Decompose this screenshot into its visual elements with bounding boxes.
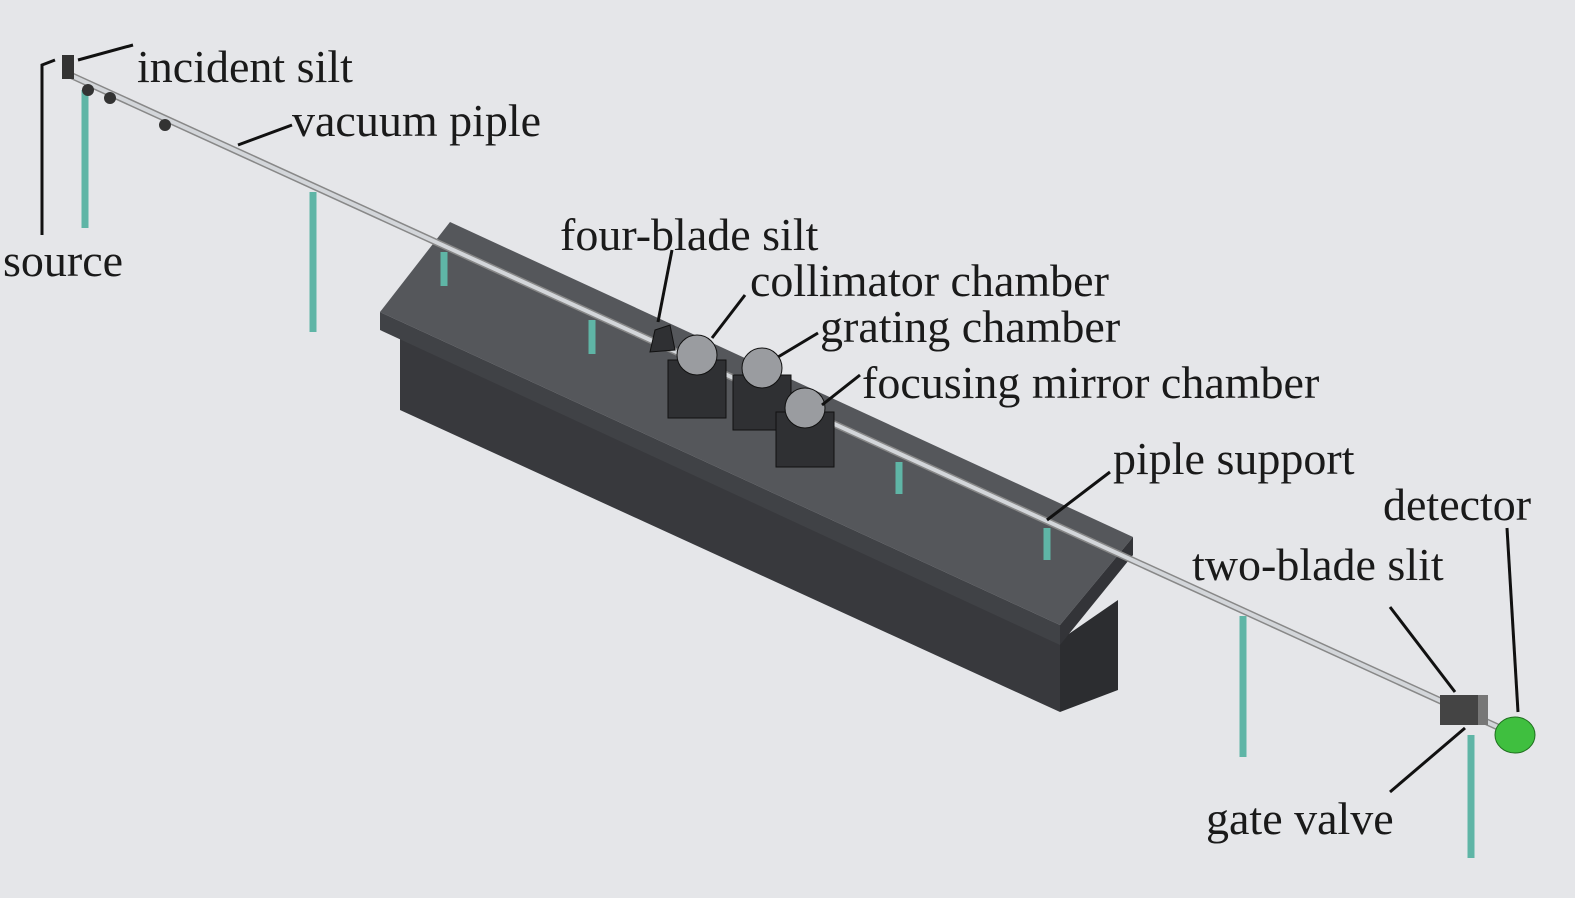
label-grating-chamber: grating chamber — [820, 301, 1121, 352]
label-source: source — [3, 235, 124, 286]
incident-slit — [62, 55, 171, 131]
label-incident-slit: incident silt — [137, 41, 353, 92]
label-pipe-support: piple support — [1113, 433, 1355, 484]
label-focusing-mirror-chamber: focusing mirror chamber — [862, 357, 1320, 408]
label-two-blade-slit: two-blade slit — [1192, 539, 1444, 590]
chambers — [649, 324, 835, 468]
label-detector: detector — [1383, 479, 1532, 530]
end-assembly — [1440, 695, 1536, 754]
pipe-supports — [81, 90, 1475, 858]
detector-icon — [1494, 716, 1536, 754]
label-collimator-chamber: collimator chamber — [750, 255, 1109, 306]
label-gate-valve: gate valve — [1206, 793, 1394, 844]
label-four-blade-slit: four-blade silt — [560, 209, 819, 260]
leader-lines — [40, 43, 1520, 794]
label-vacuum-pipe: vacuum piple — [292, 95, 542, 146]
